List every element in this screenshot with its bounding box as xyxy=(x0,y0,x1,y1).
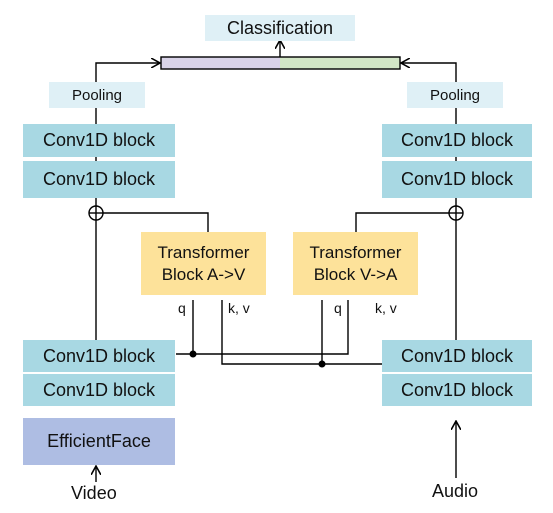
label-q-va: q xyxy=(334,300,342,316)
efficientface-block: EfficientFace xyxy=(23,418,175,465)
conv-block-right-top-2: Conv1D block xyxy=(382,161,532,198)
audio-input-label: Audio xyxy=(432,481,479,501)
transformer-block-av: Transformer Block A->V xyxy=(141,232,266,295)
conv-block-right-bottom-2: Conv1D block xyxy=(382,374,532,406)
transformer-block-va: Transformer Block V->A xyxy=(293,232,418,295)
pooling-right: Pooling xyxy=(407,82,503,108)
label-kv-va: k, v xyxy=(375,300,397,316)
conv-block-left-bottom-1: Conv1D block xyxy=(23,340,175,372)
feature-bar-right xyxy=(280,57,400,69)
feature-bar-left xyxy=(161,57,280,69)
video-input-label: Video xyxy=(71,483,117,503)
arrow-right-pool-to-bar xyxy=(402,63,457,82)
classification-label: Classification xyxy=(226,17,334,38)
conv-block-left-bottom-2: Conv1D block xyxy=(23,374,175,406)
pooling-left: Pooling xyxy=(49,82,145,108)
conv-block-left-top-2: Conv1D block xyxy=(23,161,175,198)
conv-block-right-bottom-1: Conv1D block xyxy=(382,340,532,372)
classification-box: Classification xyxy=(205,15,355,41)
conv-block-left-top-1: Conv1D block xyxy=(23,124,175,157)
label-q-av: q xyxy=(178,300,186,316)
arrow-left-pool-to-bar xyxy=(95,63,159,82)
label-kv-av: k, v xyxy=(228,300,250,316)
conv-block-right-top-1: Conv1D block xyxy=(382,124,532,157)
